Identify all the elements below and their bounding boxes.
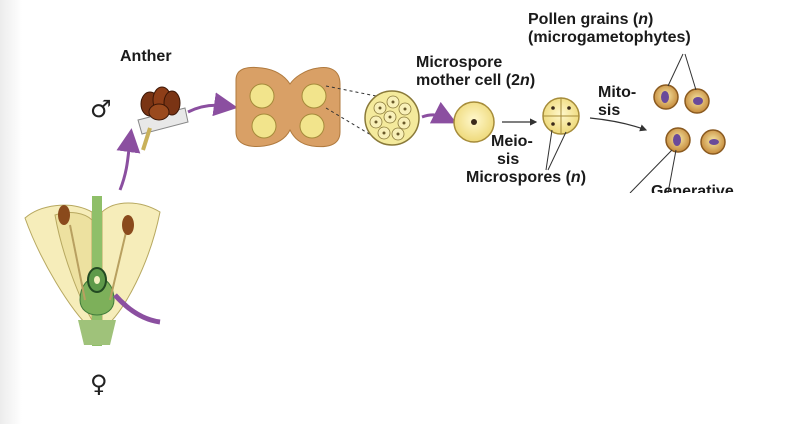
label-mitosis-line1: Mito- (598, 84, 637, 101)
label-microgametophytes: (microgametophytes) (528, 29, 691, 46)
arrow-flower-to-anther (116, 128, 141, 191)
pollen-grain (700, 129, 726, 155)
label-microspores: Microspores (n) (466, 169, 586, 187)
pointer-pollen-a (667, 53, 684, 87)
label-microspore-mother-cell-line1: Microspore (416, 54, 503, 71)
pointer-generative-b (667, 149, 677, 194)
pointer-microspores-a (545, 129, 553, 171)
label-microspores-close: ) (580, 169, 587, 186)
label-mother-cell-ploidy: n (520, 72, 530, 89)
pointer-pollen-b (684, 53, 697, 91)
arrow-anther-to-section (187, 92, 238, 117)
occlusion-panel (163, 193, 809, 424)
label-pollen-text: Pollen grains ( (528, 11, 639, 28)
anther-cross-section (235, 66, 341, 148)
label-microspore-mother-cell-line2: mother cell (2n) (416, 72, 535, 90)
label-meiosis-line2: sis (497, 151, 520, 168)
label-microspores-ploidy: n (570, 169, 581, 186)
label-meiosis-line1: Meio- (491, 133, 533, 150)
label-mother-cell-text: mother cell (2 (416, 72, 521, 89)
arrow-to-mother-cell (421, 101, 457, 124)
label-microspores-text: Microspores ( (466, 169, 571, 186)
label-mother-cell-close: ) (529, 72, 536, 89)
pollen-grain (684, 88, 710, 114)
male-symbol: ♂ (90, 95, 112, 123)
pollen-grains (653, 84, 726, 155)
pointer-microspores-b (547, 131, 567, 171)
microspore-tetrad (542, 97, 580, 135)
label-pollen-close: ) (648, 11, 654, 28)
flower (24, 196, 161, 346)
arrow-flower-to-ovule (113, 293, 161, 325)
label-pollen-grains: Pollen grains (n) (528, 11, 653, 29)
zoom-line-top (325, 85, 377, 97)
zoom-line-bottom (325, 107, 377, 139)
arrow-mitosis (589, 117, 648, 132)
label-pollen-ploidy: n (638, 11, 649, 28)
pointer-generative-a (629, 149, 673, 194)
microspore-mother-cell (453, 101, 495, 143)
label-anther: Anther (120, 48, 172, 65)
left-edge-shadow (0, 0, 22, 424)
pollen-grain (665, 127, 691, 153)
microsporangium (364, 90, 420, 146)
female-symbol: ♀ (90, 370, 108, 398)
pollen-grain (653, 84, 679, 110)
anther-illustration (137, 86, 189, 151)
label-mitosis-line2: sis (598, 102, 621, 119)
